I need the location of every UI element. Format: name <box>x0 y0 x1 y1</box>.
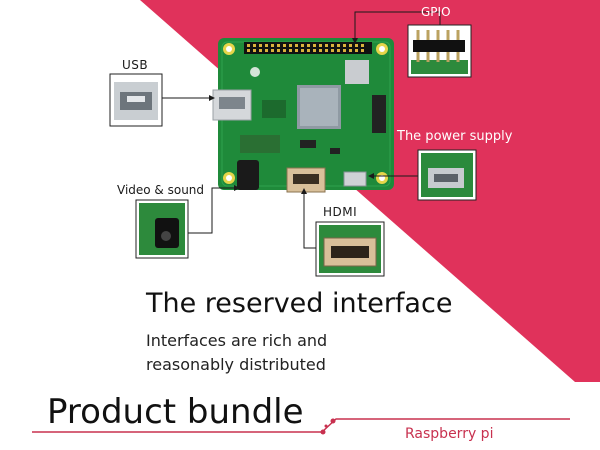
hdmi-detail-image <box>315 221 385 277</box>
product-bundle-heading: Product bundle <box>47 392 304 432</box>
gpio-label: GPIO <box>421 5 451 19</box>
usb-label: USB <box>122 58 149 72</box>
video-sound-label: Video & sound <box>117 183 205 197</box>
bundle-underline <box>32 418 570 433</box>
power-supply-label: The power supply <box>397 129 513 144</box>
hdmi-label: HDMI <box>323 205 358 219</box>
usb-detail-image <box>109 73 163 127</box>
brand-label: Raspberry pi <box>405 426 494 442</box>
gpio-detail-image <box>407 24 472 78</box>
raspberry-pi-board <box>212 38 394 193</box>
power-detail-image <box>417 149 477 201</box>
subline-2: reasonably distributed <box>146 355 326 374</box>
video-detail-image <box>135 199 189 259</box>
headline: The reserved interface <box>146 288 453 319</box>
leader-lines <box>162 11 441 249</box>
subline-1: Interfaces are rich and <box>146 331 328 350</box>
